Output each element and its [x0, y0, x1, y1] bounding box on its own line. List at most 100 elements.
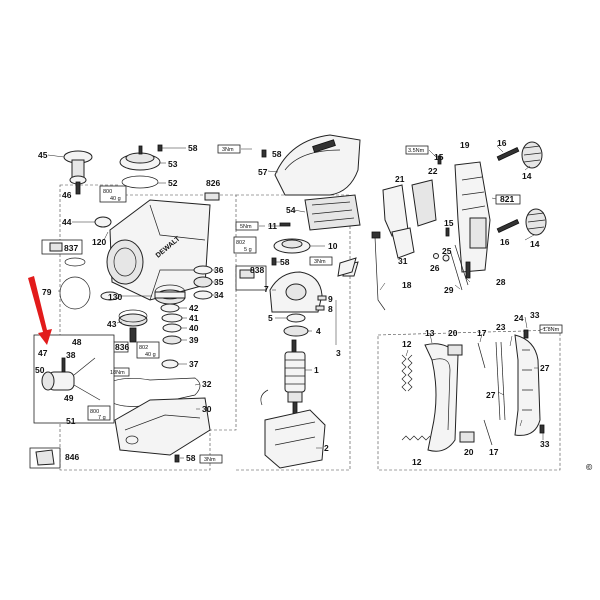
grease-802-a-code: 802: [236, 240, 245, 246]
label-part-30: 30: [202, 404, 212, 414]
part-5-bearing: [286, 313, 306, 323]
label-part-10: 10: [328, 241, 338, 251]
part-18-cable-connector: [371, 231, 381, 239]
label-part-58-a: 58: [188, 143, 198, 153]
part-20-clip-b: [459, 431, 475, 443]
handle-group-outline: [377, 329, 561, 471]
part-21-switch: [382, 184, 409, 237]
label-part-838: 838: [250, 265, 264, 275]
part-9-pin: [317, 295, 327, 301]
label-part-15-a: 15: [434, 152, 444, 162]
label-part-836: 836: [115, 342, 129, 352]
label-part-15-b: 15: [444, 218, 454, 228]
label-part-13: 13: [425, 328, 435, 338]
label-part-27-a: 27: [540, 363, 550, 373]
label-part-46: 46: [62, 190, 72, 200]
label-part-21: 21: [395, 174, 405, 184]
torque-3nm-a: 3Nm: [222, 147, 234, 153]
label-part-50: 50: [35, 365, 45, 375]
part-17-pin-b: [483, 419, 493, 446]
part-58-screw-d: [271, 257, 277, 266]
part-35-bearing: [193, 276, 213, 288]
part-12-spring-a: [401, 354, 413, 392]
label-part-29: 29: [444, 285, 454, 295]
torque-3nm-box-c: [199, 454, 223, 464]
part-130-washer: [100, 291, 120, 301]
part-36-seal: [193, 265, 213, 275]
torque-3nm-box-a: [217, 144, 241, 154]
part-31-trigger: [391, 227, 415, 259]
label-part-44: 44: [62, 217, 72, 227]
label-part-37: 37: [189, 359, 199, 369]
label-part-7: 7: [264, 284, 269, 294]
label-part-43: 43: [107, 319, 117, 329]
grease-800-box-b: [87, 405, 111, 421]
label-part-120: 120: [92, 237, 106, 247]
part-37-washer: [161, 359, 179, 369]
label-part-47: 47: [38, 348, 48, 358]
label-part-5: 5: [268, 313, 273, 323]
label-part-2: 2: [324, 443, 329, 453]
label-part-48: 48: [72, 337, 82, 347]
label-part-17-b: 17: [489, 447, 499, 457]
label-part-31: 31: [398, 256, 408, 266]
label-part-17-a: 17: [477, 328, 487, 338]
part-58-screw-b: [261, 149, 267, 158]
part-58-screw-c: [174, 454, 180, 463]
label-part-1: 1: [314, 365, 319, 375]
part-25-screw: [442, 254, 450, 262]
label-part-24: 24: [514, 313, 524, 323]
grease-800-box-a: [99, 185, 127, 203]
copyright-mark: ©: [586, 462, 593, 472]
part-40-bearing: [162, 323, 182, 333]
label-part-42: 42: [189, 303, 199, 313]
part-23-bar-inner: [500, 341, 506, 421]
label-part-130: 130: [108, 292, 122, 302]
label-part-16-b: 16: [500, 237, 510, 247]
label-part-36: 36: [214, 265, 224, 275]
label-part-18: 18: [402, 280, 412, 290]
part-29-rod: [449, 249, 463, 291]
label-part-52: 52: [168, 178, 178, 188]
label-part-837: 837: [64, 243, 78, 253]
grease-802-box-a: [233, 236, 257, 254]
label-part-58-b: 58: [272, 149, 282, 159]
part-50-chisel-holder: [41, 357, 101, 401]
label-part-58-d: 58: [280, 257, 290, 267]
part-52-o-ring: [121, 175, 159, 189]
label-part-25: 25: [442, 246, 452, 256]
label-part-34: 34: [214, 290, 224, 300]
grease-800-b-code: 800: [90, 409, 99, 415]
part-8-pin: [315, 305, 325, 311]
grease-40g-b: 40 g: [145, 352, 156, 358]
part-34-washer: [193, 290, 213, 300]
part-53-lid: [119, 145, 161, 171]
label-part-58-c: 58: [186, 453, 196, 463]
grease-40g-a: 40 g: [110, 196, 121, 202]
part-12-spring-b: [401, 435, 431, 441]
torque-3nm-c: 3Nm: [204, 457, 216, 463]
part-28-rod-tip: [465, 261, 471, 279]
torque-18nm: 18Nm: [110, 370, 125, 376]
grease-800-a-code: 800: [103, 189, 112, 195]
torque-1-8nm: 1.8Nm: [543, 327, 560, 333]
label-part-35: 35: [214, 277, 224, 287]
label-part-19: 19: [460, 140, 470, 150]
part-837-o-ring: [64, 257, 86, 267]
label-part-26: 26: [430, 263, 440, 273]
label-part-22: 22: [428, 166, 438, 176]
label-part-8: 8: [328, 304, 333, 314]
part-32-gasket: [104, 377, 201, 407]
label-part-79: 79: [42, 287, 52, 297]
part-2-stator-housing: [260, 389, 326, 469]
part-33-screw-b: [539, 424, 545, 434]
part-41-washer: [161, 313, 183, 323]
part-58-screw-a: [157, 144, 163, 152]
part-43-gear-set: [118, 309, 148, 343]
part-821-label-box: [495, 194, 521, 205]
callout-arrow: [28, 276, 52, 345]
label-part-33-a: 33: [530, 310, 540, 320]
label-part-20-a: 20: [448, 328, 458, 338]
part-6-clip: [337, 257, 357, 277]
